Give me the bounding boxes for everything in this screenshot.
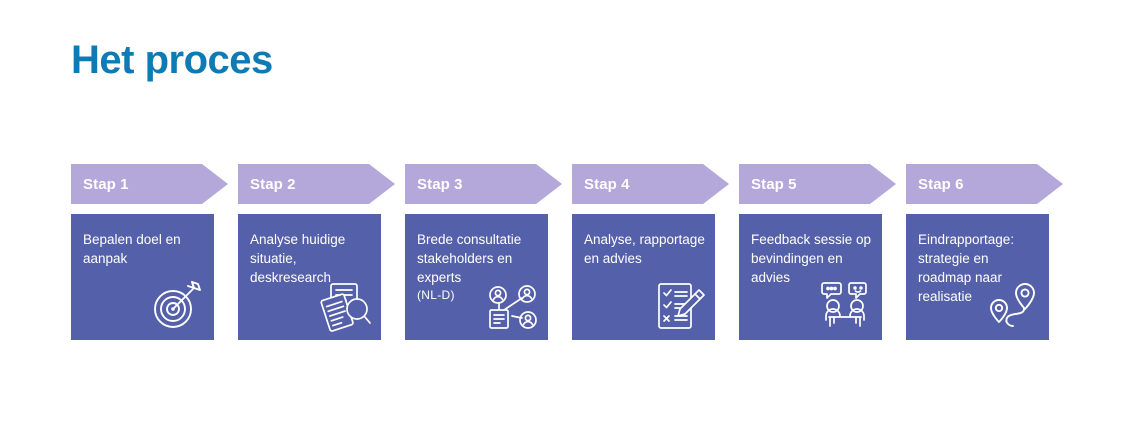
step-2-header-label: Stap 2	[250, 175, 296, 193]
step-1-header-label: Stap 1	[83, 175, 129, 193]
process-step-6: Stap 6 Eindrapportage: strategie en road…	[906, 164, 1063, 340]
step-5-header: Stap 5	[739, 164, 896, 204]
step-2-card: Analyse huidige situatie, deskresearch	[238, 214, 381, 340]
step-3-description-main: Brede consultatie stakeholders en expert…	[417, 232, 522, 286]
process-step-3: Stap 3 Brede consultatie stakeholders en…	[405, 164, 562, 340]
step-2-description: Analyse huidige situatie, deskresearch	[250, 232, 346, 286]
step-6-header-label: Stap 6	[918, 175, 964, 193]
process-step-2: Stap 2 Analyse huidige situatie, deskres…	[238, 164, 395, 340]
target-arrow-icon	[148, 276, 206, 334]
step-4-description: Analyse, rapportage en advies	[584, 232, 705, 267]
step-1-card: Bepalen doel en aanpak	[71, 214, 214, 340]
step-3-description: Brede consultatie stakeholders en expert…	[417, 230, 540, 305]
step-6-description: Eindrapportage: strategie en roadmap naa…	[918, 232, 1015, 305]
process-steps-row: Stap 1 Bepalen doel en aanpak Stap 2	[71, 164, 1069, 340]
process-step-1: Stap 1 Bepalen doel en aanpak	[71, 164, 228, 340]
page-title: Het proces	[71, 38, 273, 82]
step-2-header: Stap 2	[238, 164, 395, 204]
step-3-header: Stap 3	[405, 164, 562, 204]
step-4-card: Analyse, rapportage en advies	[572, 214, 715, 340]
step-4-header: Stap 4	[572, 164, 729, 204]
step-6-header: Stap 6	[906, 164, 1063, 204]
step-3-header-label: Stap 3	[417, 175, 463, 193]
step-4-header-label: Stap 4	[584, 175, 630, 193]
checklist-pencil-icon	[649, 276, 707, 334]
step-1-description: Bepalen doel en aanpak	[83, 232, 181, 267]
step-3-description-sub: (NL-D)	[417, 288, 455, 303]
process-step-5: Stap 5 Feedback sessie op bevindingen en…	[739, 164, 896, 340]
step-3-card: Brede consultatie stakeholders en expert…	[405, 214, 548, 340]
step-5-description: Feedback sessie op bevindingen en advies	[751, 232, 872, 286]
step-5-header-label: Stap 5	[751, 175, 797, 193]
process-step-4: Stap 4 Analyse, rapportage en advies	[572, 164, 729, 340]
step-5-card: Feedback sessie op bevindingen en advies	[739, 214, 882, 340]
step-6-card: Eindrapportage: strategie en roadmap naa…	[906, 214, 1049, 340]
step-1-header: Stap 1	[71, 164, 228, 204]
